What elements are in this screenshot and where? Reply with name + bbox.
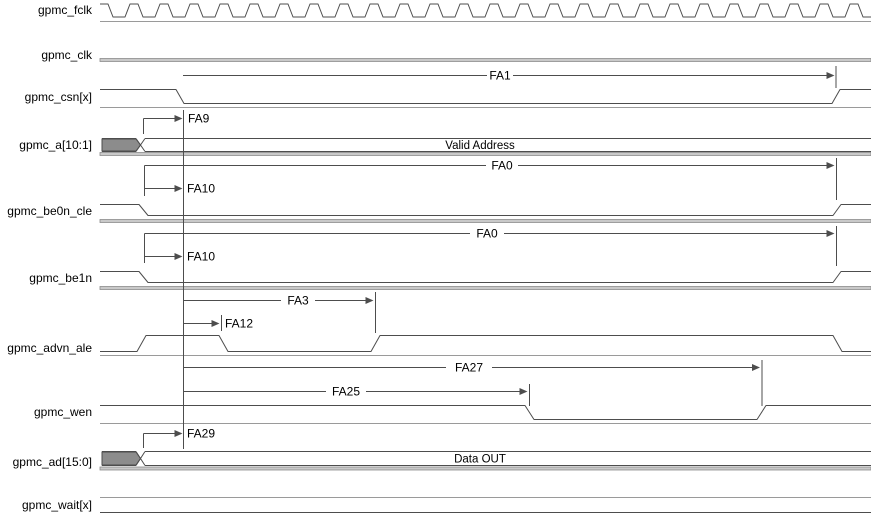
fa25-arrowhead — [519, 388, 528, 395]
timing-label-fa10-be1n: FA10 — [187, 250, 215, 264]
arrowheads — [174, 72, 835, 437]
fa27-line — [183, 360, 763, 406]
timing-label-fa10-be0n: FA10 — [187, 182, 215, 196]
bus-value-data-out: Data OUT — [454, 454, 506, 466]
gray-bands — [99, 58, 871, 471]
ad-bus-band — [99, 466, 871, 471]
gpmc-csn-waveform — [100, 89, 871, 104]
timing-label-fa29: FA29 — [187, 427, 215, 441]
fa12-arrowhead — [211, 320, 220, 327]
fa0-be1n-line — [144, 226, 837, 266]
timing-label-fa9: FA9 — [188, 112, 210, 126]
labels: gpmc_fclk gpmc_clk gpmc_csn[x] gpmc_a[10… — [7, 3, 515, 512]
signal-label-clk: gpmc_clk — [41, 48, 93, 62]
gpmc-advn-waveform — [100, 335, 871, 352]
signal-label-wen: gpmc_wen — [34, 405, 92, 419]
be1n-band — [99, 286, 871, 290]
fa29-line — [143, 433, 178, 448]
fa0-be0n-arrowhead — [826, 162, 835, 169]
fa0-be1n-arrowhead — [826, 230, 835, 237]
fa9-arrowhead — [174, 115, 183, 122]
bus-value-valid-address: Valid Address — [445, 140, 515, 152]
timing-label-fa25: FA25 — [332, 385, 360, 399]
gpmc-be0n-waveform — [100, 204, 871, 216]
fa25-line — [183, 384, 530, 406]
signal-label-fclk: gpmc_fclk — [38, 3, 93, 17]
a-bus-hatch — [101, 138, 142, 152]
fa9-line — [143, 118, 178, 134]
signal-label-be1n: gpmc_be1n — [29, 271, 92, 285]
signal-label-a: gpmc_a[10:1] — [19, 138, 92, 152]
fa29-arrowhead — [174, 430, 183, 437]
a-bus-band — [99, 152, 871, 156]
gpmc-be1n-waveform — [100, 271, 871, 283]
be0n-band — [99, 219, 871, 223]
fa10-be1n-line — [144, 233, 178, 263]
signal-label-csn: gpmc_csn[x] — [25, 90, 92, 104]
timing-label-fa3: FA3 — [287, 294, 309, 308]
clk-band — [99, 58, 871, 62]
timing-label-fa12: FA12 — [225, 317, 253, 331]
timing-label-fa1: FA1 — [489, 69, 511, 83]
ad-bus-hatch — [101, 451, 142, 466]
gpmc-ad-bus-rails — [101, 451, 871, 466]
fa10-be1n-arrowhead — [174, 253, 183, 260]
waveforms — [100, 3, 871, 513]
fa3-line — [183, 292, 376, 333]
fa10-be0n-line — [144, 165, 178, 196]
fa1-line — [183, 66, 837, 88]
fa27-arrowhead — [752, 364, 760, 371]
gpmc-a-bus-rails — [101, 138, 871, 152]
dimension-lines — [143, 66, 837, 449]
timing-label-fa0-be0n: FA0 — [491, 159, 513, 173]
hatch-blocks — [101, 138, 142, 466]
fa10-be0n-arrowhead — [174, 185, 183, 192]
signal-label-wait: gpmc_wait[x] — [22, 498, 92, 512]
signal-label-ad: gpmc_ad[15:0] — [13, 455, 92, 469]
signal-label-be0n: gpmc_be0n_cle — [7, 204, 92, 218]
fa3-arrowhead — [365, 297, 374, 304]
timing-label-fa0-be1n: FA0 — [476, 227, 498, 241]
gpmc-wen-waveform — [100, 405, 871, 420]
timing-label-fa27: FA27 — [455, 361, 483, 375]
gpmc-fclk-waveform — [100, 3, 871, 18]
gray-rails — [100, 21, 871, 498]
signal-label-advn: gpmc_advn_ale — [7, 341, 92, 355]
fa0-be0n-line — [144, 158, 837, 200]
fa1-arrowhead — [826, 72, 835, 79]
fa12-line — [183, 315, 222, 331]
